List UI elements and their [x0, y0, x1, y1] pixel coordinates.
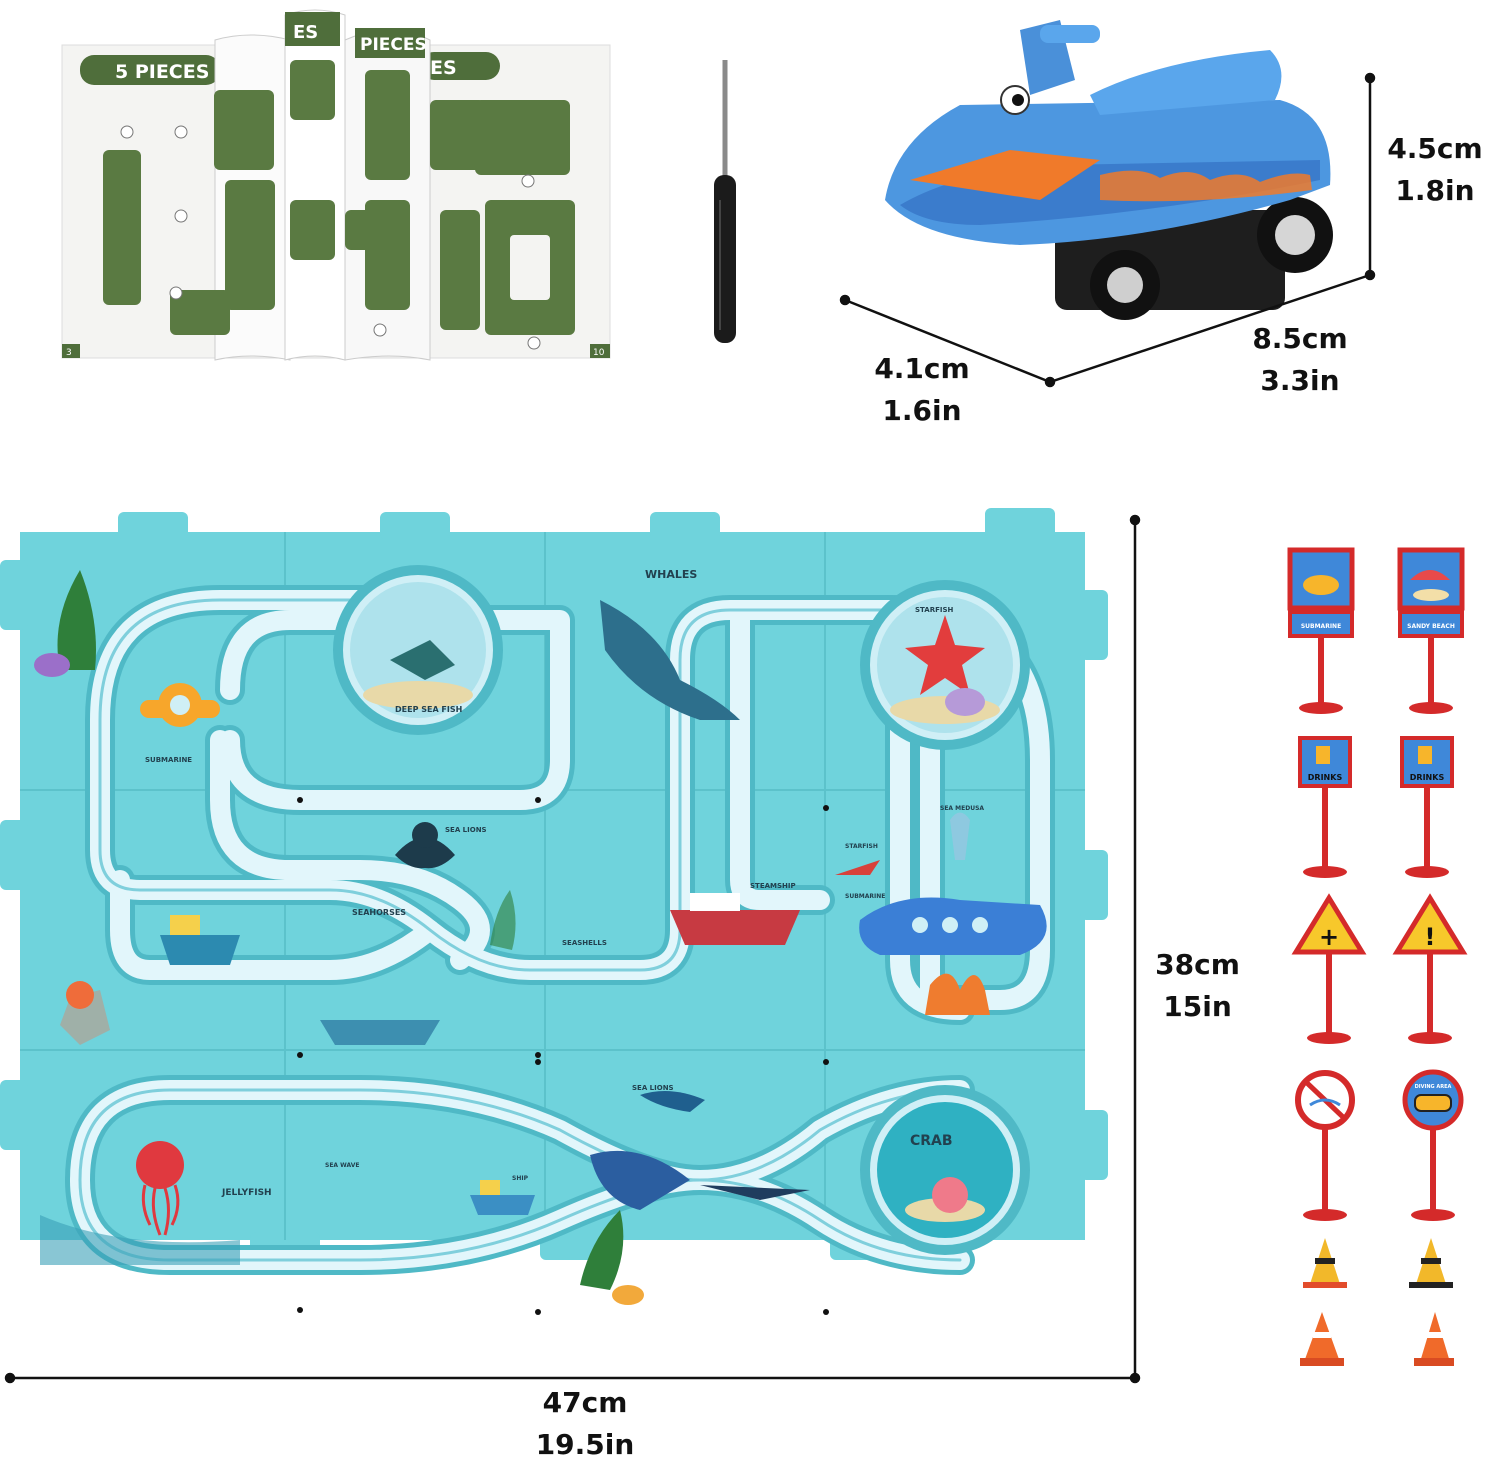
sign-first-aid: + — [1291, 893, 1367, 1044]
booklet-page-title-1: 5 PIECES — [115, 61, 209, 83]
booklet-page-title-4: ES — [430, 57, 457, 79]
sign-sandy-beach: SANDY BEACH — [1397, 547, 1465, 714]
mat-label-crab: CRAB — [910, 1133, 953, 1149]
sign-label-drinks-1: DRINKS — [1308, 773, 1343, 782]
sign-drinks-1: DRINKS — [1298, 736, 1352, 878]
sign-no-swimming — [1295, 1070, 1355, 1221]
svg-text:+: + — [1319, 923, 1339, 951]
sign-submarine: SUBMARINE — [1287, 547, 1355, 714]
sign-label-submarine: SUBMARINE — [1301, 623, 1341, 630]
mat-label-sea-lions: SEA LIONS — [445, 826, 487, 834]
cone-orange-1 — [1300, 1312, 1344, 1366]
sign-label-diving-area: DIVING AREA — [1415, 1084, 1452, 1090]
booklet-page-number-right: 10 — [593, 348, 605, 358]
cone-orange-2 — [1414, 1312, 1454, 1366]
mat-height-cm: 38cm — [1155, 948, 1240, 981]
mat-label-deep-sea-fish: DEEP SEA FISH — [395, 705, 462, 714]
mat-label-seashells: SEASHELLS — [562, 939, 607, 947]
mat-label-submarine-2: SUBMARINE — [845, 893, 885, 900]
puzzle-mat: WHALES STARFISH DEEP SEA FISH SUBMARINE … — [0, 508, 1108, 1315]
mat-label-jellyfish: JELLYFISH — [221, 1188, 272, 1198]
svg-text:!: ! — [1425, 923, 1436, 951]
mat-width-label: 47cm 19.5in — [505, 1382, 665, 1466]
booklet-page-title-3: PIECES — [360, 35, 427, 55]
mat-label-steamship: STEAMSHIP — [750, 882, 796, 890]
mat-label-sea-wave: SEA WAVE — [325, 1162, 359, 1169]
mat-height-label: 38cm 15in — [1135, 944, 1260, 1028]
mat-label-submarine: SUBMARINE — [145, 756, 192, 764]
mat-label-ship: SHIP — [512, 1175, 529, 1182]
jetski-height-in: 1.8in — [1395, 174, 1475, 207]
jetski-width-label: 4.1cm 1.6in — [852, 348, 992, 432]
sign-diving-area: DIVING AREA — [1402, 1069, 1464, 1221]
sign-label-sandy-beach: SANDY BEACH — [1407, 623, 1455, 630]
jetski-width-in: 1.6in — [882, 394, 962, 427]
booklet-page-title-2: ES — [293, 22, 318, 43]
mat-width-cm: 47cm — [542, 1386, 628, 1419]
mat-width-in: 19.5in — [535, 1428, 635, 1461]
mat-label-whales: WHALES — [645, 568, 697, 581]
jetski-height-cm: 4.5cm — [1387, 132, 1483, 165]
jetski-length-cm: 8.5cm — [1252, 322, 1348, 355]
jetski-height-label: 4.5cm 1.8in — [1370, 128, 1500, 212]
road-signs: SUBMARINE SANDY BEACH DRINKS DRINKS — [1287, 547, 1468, 1366]
sign-warning: ! — [1392, 893, 1468, 1044]
instruction-booklet: 5 PIECES ES ES PIECES 3 10 — [61, 9, 611, 361]
booklet-page-number-left: 3 — [66, 348, 72, 358]
jetski-toy — [885, 20, 1333, 320]
sign-drinks-2: DRINKS — [1400, 736, 1454, 878]
cone-yellow-1 — [1303, 1238, 1347, 1288]
jetski-length-in: 3.3in — [1260, 364, 1340, 397]
mat-dimension-lines — [4, 514, 1141, 1384]
mat-height-in: 15in — [1163, 990, 1232, 1023]
jetski-dimension-lines — [839, 72, 1376, 388]
screwdriver — [714, 60, 736, 343]
sign-label-drinks-2: DRINKS — [1410, 773, 1445, 782]
jetski-width-cm: 4.1cm — [874, 352, 970, 385]
mat-label-starfish-2: STARFISH — [845, 843, 878, 850]
mat-label-starfish: STARFISH — [915, 606, 954, 614]
jetski-length-label: 8.5cm 3.3in — [1230, 318, 1370, 402]
mat-label-seahorses: SEAHORSES — [352, 908, 406, 917]
cone-yellow-2 — [1409, 1238, 1453, 1288]
mat-label-sea-lions-2: SEA LIONS — [632, 1084, 674, 1092]
mat-label-sea-medusa: SEA MEDUSA — [940, 805, 984, 812]
